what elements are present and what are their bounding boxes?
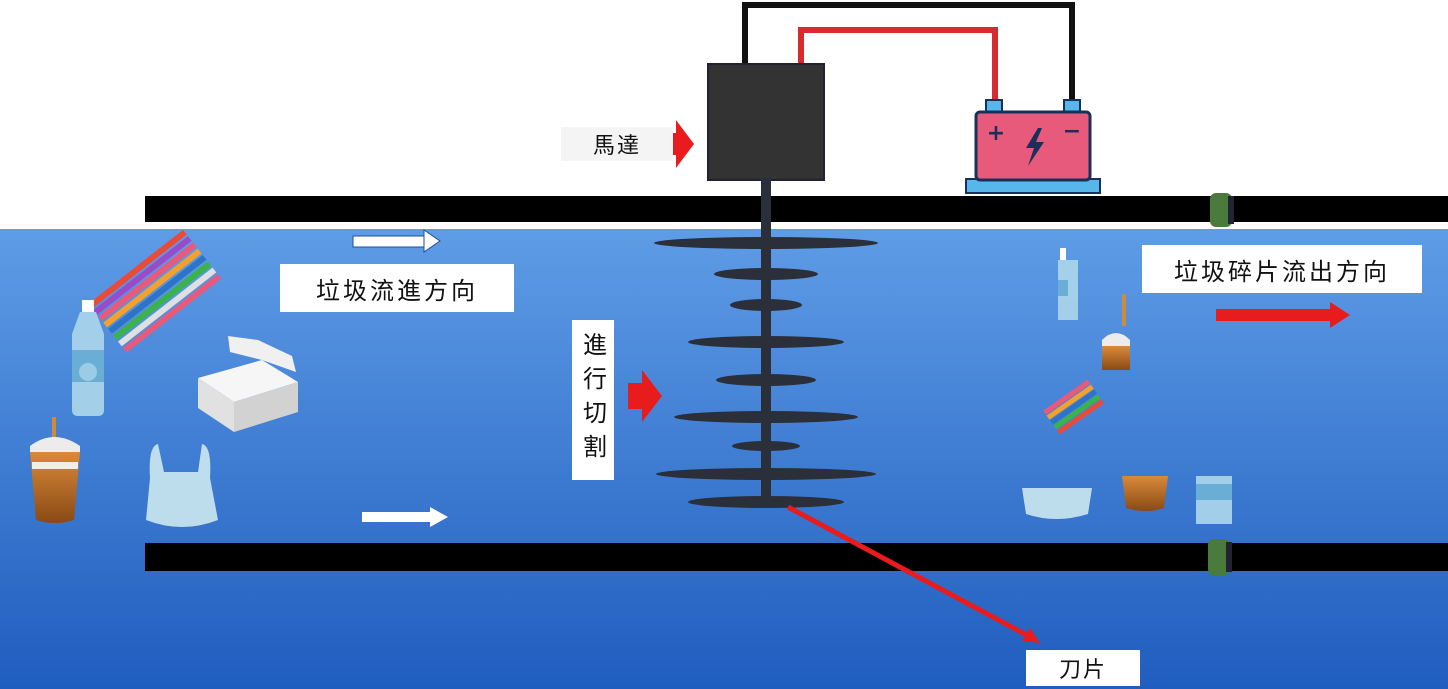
plastic-bottle-icon bbox=[72, 300, 104, 416]
outflow-arrow-icon bbox=[1216, 302, 1350, 328]
blade-disc bbox=[688, 496, 844, 508]
foam-box-icon bbox=[198, 336, 298, 432]
straw-fragment-icon bbox=[1043, 379, 1105, 435]
cutting-label: 進行切割 bbox=[572, 320, 614, 480]
motor-box bbox=[707, 63, 825, 181]
red-wire bbox=[798, 27, 998, 102]
straw-bundle-icon bbox=[88, 229, 222, 353]
blade-stack bbox=[654, 237, 878, 508]
svg-text:+: + bbox=[987, 121, 1005, 146]
plastic-bag-icon bbox=[146, 444, 218, 527]
cutting-arrow-icon bbox=[628, 370, 662, 422]
outflow-direction-label: 垃圾碎片流出方向 bbox=[1142, 245, 1422, 293]
black-wire bbox=[742, 2, 1075, 102]
blade-disc bbox=[714, 268, 818, 280]
blade-disc bbox=[674, 411, 858, 423]
upper-valve-icon bbox=[1210, 193, 1234, 227]
blade-pointer-line bbox=[786, 504, 1034, 641]
blade-pointer-head bbox=[1022, 628, 1040, 643]
blade-disc bbox=[730, 299, 802, 311]
upper-rail bbox=[145, 196, 1448, 222]
cup-fragment-icon bbox=[1102, 294, 1130, 370]
svg-text:−: − bbox=[1063, 119, 1081, 144]
blade-disc bbox=[716, 374, 816, 386]
lower-rail bbox=[145, 543, 1448, 571]
battery-icon: + − bbox=[965, 99, 1101, 194]
cup-base-fragment-icon bbox=[1122, 476, 1168, 511]
bottle-base-fragment-icon bbox=[1196, 476, 1232, 524]
blade-disc bbox=[654, 237, 878, 249]
blade-label: 刀片 bbox=[1026, 650, 1140, 686]
inflow-arrow-bottom-icon bbox=[362, 507, 448, 527]
motor-label: 馬達 bbox=[561, 127, 673, 161]
blade-disc bbox=[656, 468, 876, 480]
bag-fragment-icon bbox=[1022, 488, 1092, 519]
lightning-bolt-icon bbox=[1026, 128, 1044, 166]
bubble-tea-cup-icon bbox=[30, 417, 80, 523]
water-channel bbox=[0, 229, 1448, 689]
inflow-arrow-top-icon bbox=[352, 229, 441, 253]
blade-disc bbox=[688, 336, 844, 348]
inflow-direction-label: 垃圾流進方向 bbox=[280, 264, 514, 312]
blade-disc bbox=[732, 441, 800, 451]
bottle-fragment-icon bbox=[1058, 248, 1078, 320]
lower-valve-icon bbox=[1208, 539, 1232, 575]
